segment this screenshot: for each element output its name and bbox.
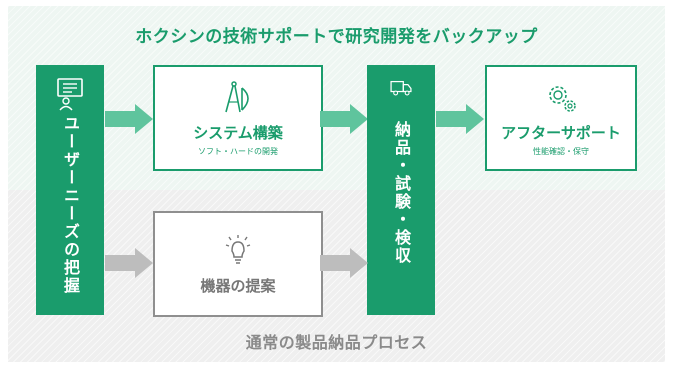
arrow-needs-to-proposal	[105, 248, 153, 278]
system-build-card: システム構築 ソフト・ハードの開発	[153, 65, 323, 171]
arrow-proposal-to-delivery	[320, 248, 368, 278]
equipment-proposal-card: 機器の提案	[153, 211, 323, 317]
delivery-truck-icon	[390, 80, 412, 96]
arrow-system-to-delivery	[320, 104, 368, 134]
arrow-delivery-to-after	[436, 104, 484, 134]
delivery-bar: 納品・試験・検収	[367, 65, 435, 315]
lightbulb-icon	[225, 234, 251, 264]
needs-bar: ユーザーニーズの把握	[36, 65, 104, 315]
system-build-title: システム構築	[193, 123, 283, 142]
after-support-card: アフターサポート 性能確認・保守	[485, 65, 637, 171]
arrow-needs-to-system	[105, 104, 153, 134]
equipment-proposal-title: 機器の提案	[200, 276, 276, 295]
system-build-subtitle: ソフト・ハードの開発	[198, 146, 278, 156]
standard-process-label: 通常の製品納品プロセス	[245, 333, 428, 352]
after-support-subtitle: 性能確認・保守	[533, 146, 589, 156]
after-support-title: アフターサポート	[501, 123, 621, 142]
drafting-compass-icon	[225, 80, 249, 112]
headline: ホクシンの技術サポートで研究開発をバックアップ	[135, 27, 538, 47]
gears-icon	[549, 85, 576, 112]
standard-process-band	[8, 190, 665, 362]
needs-label: ユーザーニーズの把握	[61, 115, 80, 295]
person-speech-icon	[57, 78, 83, 111]
delivery-label: 納品・試験・検収	[392, 121, 411, 265]
